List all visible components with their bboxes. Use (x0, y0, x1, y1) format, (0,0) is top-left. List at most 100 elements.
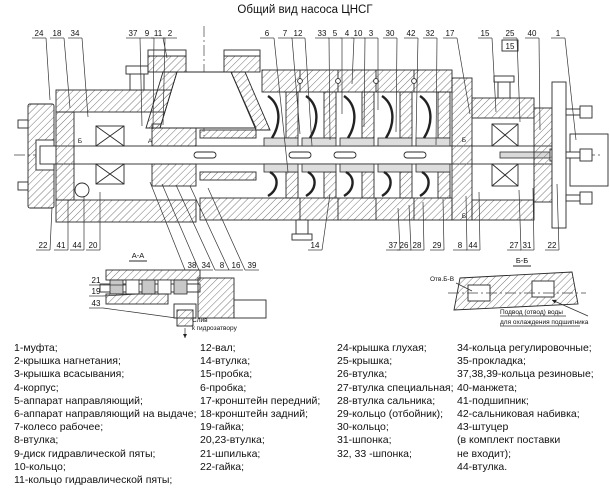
impeller-hub (301, 163, 337, 173)
leader-line (397, 207, 401, 251)
callout-18: 18 (50, 29, 71, 109)
leader-line (291, 37, 301, 135)
impeller-stages (263, 70, 451, 220)
leader-line (564, 37, 577, 141)
callout-number: 44 (73, 241, 82, 250)
suction-nozzle (145, 49, 271, 131)
impeller-blade (381, 170, 392, 198)
bracket-bottom-wall (55, 199, 197, 223)
callout-34: 34 (68, 29, 89, 118)
parts-list-item: 35-прокладка; (457, 355, 526, 368)
leader-line (207, 187, 246, 271)
parts-list-item: 17-кронштейн передний; (200, 394, 321, 407)
bb-note-2: для охлаждения подшипника (500, 319, 589, 326)
parts-list-item: 18-кронштейн задний; (200, 408, 309, 421)
impeller-hub (377, 163, 413, 173)
parts-list-item: 20,23-втулка; (200, 434, 265, 447)
cover-hub-lower (199, 171, 257, 181)
diffuser-rib (399, 171, 413, 199)
bb-note-leader (551, 299, 589, 317)
callout-42: 42 (404, 29, 419, 139)
impeller-blade (267, 95, 280, 139)
detail-aa: А-А Слив к гидрозатвору (99, 251, 267, 338)
parts-list-item: 43-штуцер (457, 421, 509, 434)
parts-column-2: 12-вал;14-втулка;15-пробка;6-пробка;17-к… (200, 342, 320, 474)
parts-list-item: 4-корпус; (14, 381, 59, 394)
callout-number: 34 (202, 261, 211, 270)
leader-line (81, 37, 89, 118)
impeller-hub (301, 137, 337, 147)
callout-24: 24 (32, 29, 51, 101)
bottom-stud-cap (291, 233, 313, 241)
callout-number: 4 (345, 29, 350, 38)
nozzle-wall-left (145, 71, 178, 129)
callout-number: 34 (71, 29, 80, 38)
callout-22: 22 (36, 206, 53, 251)
parts-list-item: 25-крышка; (337, 355, 393, 368)
pump-stage (373, 70, 413, 220)
callout-20: 20 (86, 192, 101, 251)
section-flag-b2: Б (462, 213, 466, 220)
callout-7: 7 (278, 29, 301, 135)
leader-line (395, 37, 398, 133)
callout-number: 41 (57, 241, 66, 250)
coupling-bolt (17, 181, 29, 191)
parts-list-item: 14-втулка; (200, 355, 251, 368)
impeller-blade (343, 170, 354, 198)
parts-list: 1-муфта;2-крышка нагнетания;3-крышка вса… (0, 342, 610, 489)
pump-stage (335, 70, 375, 220)
detail-bb-label: Б-Б (516, 256, 528, 265)
flange-bolt (565, 148, 593, 162)
parts-list-item: 12-вал; (200, 342, 236, 354)
callout-number: 10 (354, 29, 363, 38)
callout-1: 1 (551, 29, 577, 141)
parts-list-item: не входит); (457, 447, 512, 460)
leader-line (532, 187, 535, 251)
callout-43: 43 (89, 299, 177, 319)
leader-line (442, 198, 445, 251)
callout-number: 22 (39, 241, 48, 250)
leader-line (162, 37, 168, 59)
callout-number: 22 (548, 241, 557, 250)
aa-bracket-foot (197, 277, 235, 319)
leader-line (139, 37, 143, 127)
parts-list-item: 9-диск гидравлической пяты; (14, 447, 156, 460)
rear-bottom-wall (471, 199, 535, 221)
tie-stud (297, 78, 303, 84)
callout-27: 27 (507, 189, 522, 251)
leader-line (363, 37, 366, 128)
parts-list-item: 29-кольцо (отбойник); (337, 408, 444, 421)
bearing-cross (491, 123, 519, 147)
callout-number: 9 (145, 29, 150, 38)
parts-list-item: 32, 33 -шпонка; (337, 447, 412, 460)
diffuser-rib (399, 91, 413, 139)
diffuser-rib (361, 171, 375, 199)
bolt-head (579, 191, 593, 205)
rear-top-wall (471, 97, 535, 119)
leader-line (162, 37, 166, 126)
leader-line (321, 193, 331, 251)
aa-gland-top (105, 269, 201, 281)
parts-list-item: 7-колесо рабочее; (14, 421, 104, 434)
gland-lower (151, 163, 197, 187)
leader-line (102, 293, 141, 297)
tie-stud (411, 78, 417, 84)
leader-line (152, 37, 155, 130)
impeller-hub (339, 163, 375, 173)
callout-32: 32 (423, 29, 438, 146)
bolt-shank (565, 151, 581, 159)
leader-line (435, 37, 438, 146)
parts-list-item: 42-сальниковая набивка; (457, 408, 580, 421)
parts-list-item: 6-аппарат направляющий на выдаче; (14, 408, 197, 421)
callout-number: 29 (433, 241, 442, 250)
parts-list-item: (в комплект поставки (457, 434, 561, 447)
callout-number: 44 (469, 241, 478, 250)
callout-30: 30 (383, 29, 398, 133)
callout-5: 5 (328, 29, 343, 114)
leader-line (478, 191, 481, 251)
callout-number: 42 (407, 29, 416, 38)
casing-top-band (261, 69, 453, 93)
callout-number: 40 (528, 29, 537, 38)
callout-22: 22 (545, 183, 560, 251)
